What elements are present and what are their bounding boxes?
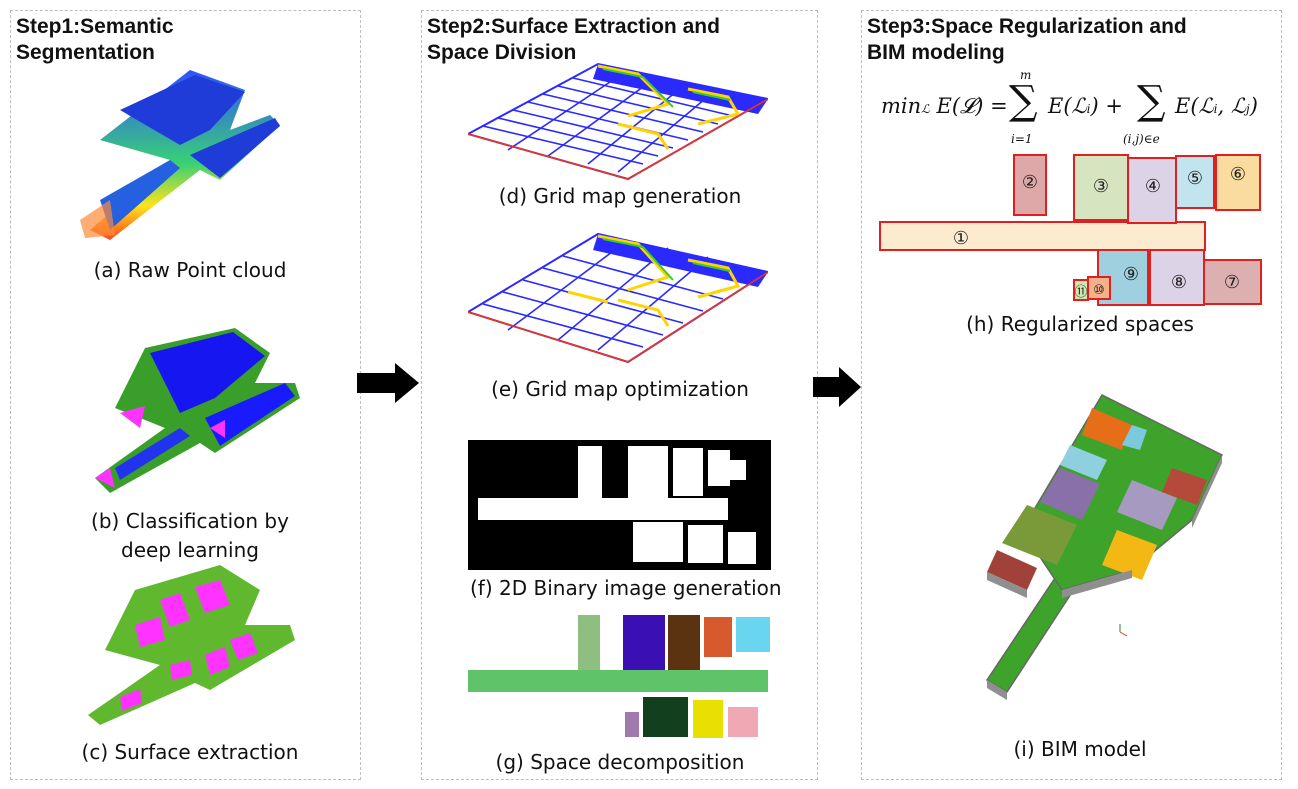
regularized-spaces-figure: ① ② ③ ④ ⑤ ⑥ ⑦ ⑧ ⑨ ⑩ ⑪ [879, 154, 1262, 306]
room-2 [1013, 154, 1047, 216]
grid-map-optimization-figure [468, 232, 768, 364]
caption-c: (c) Surface extraction [81, 740, 299, 764]
room-label-1: ① [953, 228, 969, 249]
caption-g: (g) Space decomposition [495, 750, 745, 774]
surface-extraction-figure [88, 565, 295, 725]
formula-lhs-sub: ℒ [921, 102, 930, 116]
surface-building-shape [88, 565, 295, 725]
room-label-5: ⑤ [1187, 168, 1203, 189]
raw-point-cloud-figure [80, 70, 280, 240]
formula-lhs-rest: E(𝓛) = [936, 94, 1008, 118]
formula-lhs: min [881, 94, 922, 118]
room-label-4: ④ [1145, 176, 1161, 197]
step3-title-line1: Step3:Space Regularization and [867, 15, 1187, 38]
step2-title: Step2:Surface Extraction and Space Divis… [427, 14, 720, 66]
decomposed-spaces [468, 615, 770, 738]
room-label-9: ⑨ [1123, 264, 1139, 285]
caption-e: (e) Grid map optimization [491, 377, 749, 401]
room-8 [1149, 249, 1205, 306]
room-label-6: ⑥ [1230, 164, 1246, 185]
raw-building-shape [80, 70, 280, 240]
step1-title-line2: Segmentation [16, 41, 155, 64]
caption-b-line1: (b) Classification by [91, 509, 289, 533]
grid-map-e [468, 232, 768, 364]
formula-sum1-top: m [1020, 68, 1032, 82]
caption-h: (h) Regularized spaces [966, 312, 1194, 336]
room-label-7: ⑦ [1224, 272, 1240, 293]
step3-title: Step3:Space Regularization and BIM model… [867, 14, 1187, 66]
sum2-symbol: ∑ [1137, 78, 1166, 124]
formula-sum1-bottom: i=1 [1011, 132, 1033, 146]
grid-map-generation-figure [468, 62, 768, 181]
room-label-3: ③ [1093, 176, 1109, 197]
step3-title-line2: BIM modeling [867, 41, 1005, 64]
room-6 [1215, 154, 1261, 211]
step1-panel [10, 10, 361, 780]
caption-d: (d) Grid map generation [498, 184, 742, 208]
step2-title-line1: Step2:Surface Extraction and [427, 15, 720, 38]
formula-term1-end: ) + [1090, 94, 1123, 118]
room-label-11: ⑪ [1074, 285, 1087, 300]
step1-title: Step1:Semantic Segmentation [16, 14, 174, 66]
formula-term2-mid: , ℒ [1217, 94, 1246, 118]
formula-term2-sub2: j [1245, 102, 1250, 116]
formula-sum2-bottom: (i,j)∈e [1123, 132, 1160, 146]
caption-i: (i) BIM model [1013, 737, 1147, 761]
caption-a: (a) Raw Point cloud [93, 258, 287, 282]
classified-building-shape [95, 328, 300, 493]
classification-figure [95, 328, 300, 493]
regularized-rooms [879, 154, 1262, 306]
step2-title-line2: Space Division [427, 41, 577, 64]
formula-term2: E(ℒ [1175, 94, 1214, 118]
step1-title-line1: Step1:Semantic [16, 15, 174, 38]
binary-free-space [478, 446, 756, 564]
arrow-step2-to-step3-icon [813, 367, 861, 407]
formula-term1-sub: i [1086, 102, 1091, 116]
bim-model-figure [985, 394, 1223, 700]
formula-term1: E(ℒ [1048, 94, 1087, 118]
caption-f: (f) 2D Binary image generation [470, 576, 782, 600]
room-11 [1073, 279, 1089, 301]
space-decomposition-figure [468, 615, 770, 738]
step3-panel [861, 10, 1282, 780]
formula-term2-end: ) [1249, 94, 1258, 118]
arrow-step1-to-step2-icon [357, 363, 419, 403]
room-label-10: ⑩ [1093, 283, 1105, 298]
room-5 [1175, 155, 1215, 209]
room-label-2: ② [1022, 172, 1038, 193]
room-label-8: ⑧ [1171, 272, 1187, 293]
sum1-symbol: ∑ [1009, 78, 1038, 124]
room-1 [879, 221, 1206, 251]
bim-building [985, 394, 1223, 700]
binary-image-figure [468, 440, 771, 570]
caption-b-line2: deep learning [121, 538, 259, 562]
formula-term2-sub1: i [1213, 102, 1218, 116]
grid-map-d [468, 62, 768, 181]
energy-formula: minℒ E(𝓛) = m ∑ i=1 E(ℒi) + ∑ (i,j)∈e E(… [873, 66, 1273, 156]
